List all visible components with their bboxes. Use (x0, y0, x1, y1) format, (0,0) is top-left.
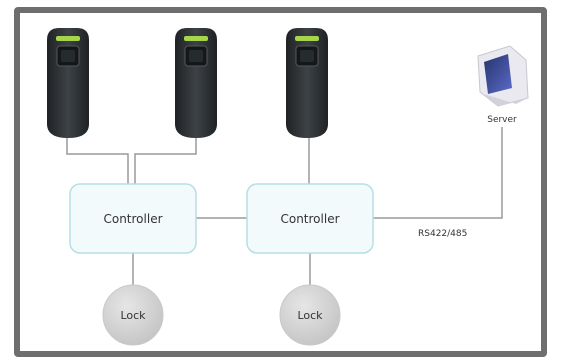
controller-label: Controller (280, 212, 339, 226)
wire-reader1-controller1 (66, 136, 129, 184)
controller-label: Controller (103, 212, 162, 226)
wire-controller2-server (373, 127, 503, 219)
rs422-link-label: RS422/485 (418, 229, 467, 239)
card-reader-1 (47, 28, 89, 138)
wiring (66, 127, 503, 285)
server-icon: Server (477, 45, 529, 125)
wire-reader2-controller1 (134, 136, 197, 184)
lock-1: Lock (102, 284, 164, 346)
controller-2: Controller (246, 183, 374, 254)
diagram-frame (14, 7, 547, 357)
card-reader-2 (175, 28, 217, 138)
server-label: Server (487, 115, 517, 125)
lock-2: Lock (279, 284, 341, 346)
reader-indicator-icon (295, 36, 319, 41)
controller-1: Controller (69, 183, 197, 254)
card-reader-3 (286, 28, 328, 138)
reader-indicator-icon (56, 36, 80, 41)
lock-label: Lock (120, 309, 146, 322)
lock-label: Lock (297, 309, 323, 322)
reader-indicator-icon (184, 36, 208, 41)
